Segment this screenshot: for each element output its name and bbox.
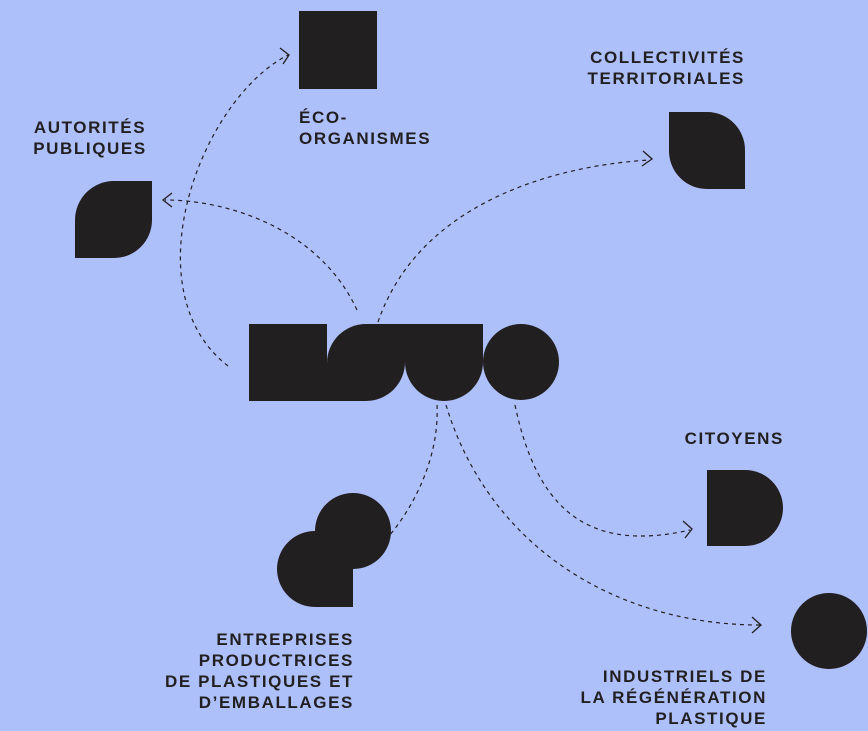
entreprises-drop-icon	[277, 493, 391, 607]
connector-industriels	[445, 404, 761, 626]
label-autorites-publiques: AUTORITÉS PUBLIQUES	[33, 118, 147, 158]
arrowhead-citoyens	[682, 520, 693, 539]
label-collectivites-territoriales: COLLECTIVITÉS TERRITORIALES	[587, 48, 745, 88]
connector-citoyens	[514, 404, 691, 537]
label-industriels: INDUSTRIELS DE LA RÉGÉNÉRATION PLASTIQUE	[580, 667, 767, 728]
autorites-publiques-leaf-icon	[75, 181, 152, 258]
center-logo	[249, 324, 559, 401]
arrowhead-autorites-publiques	[161, 192, 173, 208]
logo-bowl-shape	[405, 324, 483, 401]
arrowhead-collectivites	[641, 150, 654, 167]
connector-autorites-publiques	[164, 199, 358, 311]
arrowhead-eco-organismes	[279, 47, 290, 65]
industriels-circle-icon	[791, 593, 867, 669]
citoyens-leaf-icon	[707, 470, 783, 546]
connector-collectivites	[377, 159, 651, 323]
connector-eco-organismes	[179, 54, 289, 367]
collectivites-leaf-icon	[669, 112, 745, 189]
arrowhead-industriels	[751, 616, 762, 634]
arrowheads	[161, 47, 762, 634]
logo-leaf-shape	[327, 324, 405, 401]
label-eco-organismes: ÉCO- ORGANISMES	[299, 108, 432, 148]
label-entreprises: ENTREPRISES PRODUCTRICES DE PLASTIQUES E…	[164, 630, 354, 712]
eco-organismes-square-icon	[299, 11, 377, 89]
label-citoyens: CITOYENS	[684, 429, 784, 448]
node-shapes	[75, 11, 867, 669]
logo-circle-shape	[483, 324, 559, 400]
logo-square-shape	[249, 324, 327, 401]
